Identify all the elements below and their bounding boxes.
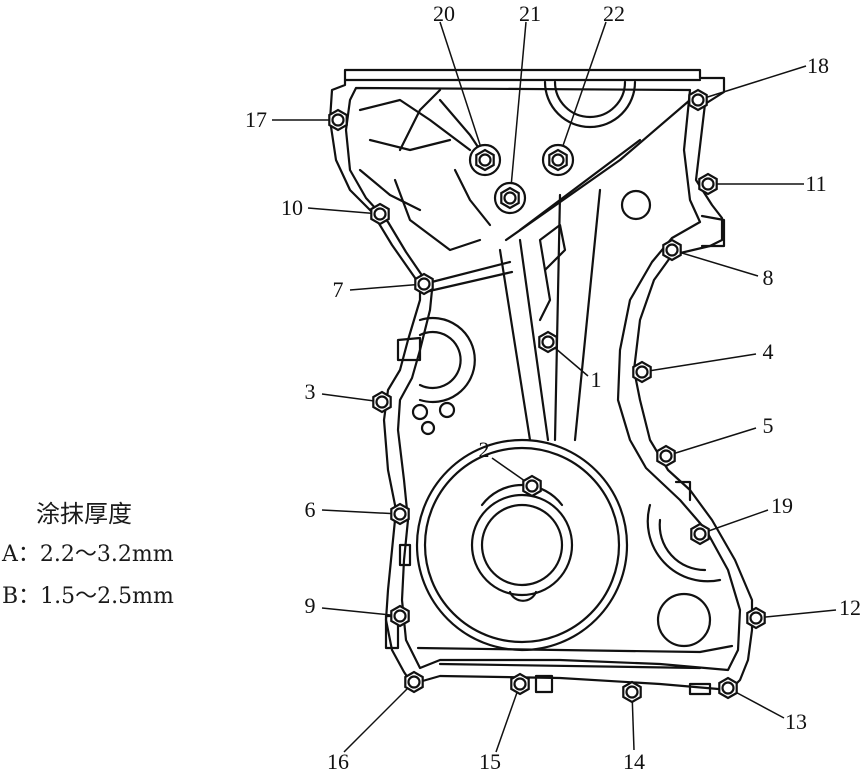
callout-label-13: 13 — [785, 709, 807, 734]
leader-line-18 — [697, 65, 807, 101]
bolt-14 — [622, 680, 642, 704]
bolt-18 — [688, 88, 708, 112]
leader-line-6 — [321, 509, 401, 515]
callout-label-8: 8 — [763, 265, 774, 290]
bolt-1 — [538, 330, 558, 354]
bolt-6 — [390, 502, 410, 526]
bolt-7 — [414, 272, 434, 296]
bolt-12 — [746, 606, 766, 630]
crank-seal-inner — [470, 493, 574, 597]
callout-label-14: 14 — [623, 749, 645, 771]
bolt-17 — [328, 108, 348, 132]
callout-label-15: 15 — [479, 749, 501, 771]
bolt-19 — [690, 522, 710, 546]
leader-line-3 — [321, 393, 383, 403]
callout-label-21: 21 — [519, 1, 541, 26]
cover-inner-flange — [344, 86, 742, 672]
leader-line-16 — [343, 681, 415, 753]
leader-line-19 — [699, 509, 769, 535]
bolt-3 — [372, 390, 392, 414]
callout-label-6: 6 — [305, 497, 316, 522]
callout-label-5: 5 — [763, 413, 774, 438]
cover-outer-outline — [328, 68, 754, 692]
leader-line-5 — [665, 427, 757, 457]
bolt-15 — [510, 672, 530, 696]
callout-label-2: 2 — [479, 437, 490, 462]
callout-label-19: 19 — [771, 493, 793, 518]
bolt-2 — [522, 474, 542, 498]
callout-label-20: 20 — [433, 1, 455, 26]
bolt-13 — [718, 676, 738, 700]
bolt-22 — [541, 143, 575, 177]
callout-label-4: 4 — [763, 339, 774, 364]
callout-label-11: 11 — [805, 171, 826, 196]
leader-line-21 — [509, 21, 527, 199]
leader-line-15 — [495, 683, 521, 753]
legend-row-a: A：2.2～3.2mm — [2, 542, 174, 567]
leader-line-22 — [557, 21, 607, 161]
callout-label-22: 22 — [603, 1, 625, 26]
leader-line-4 — [641, 353, 757, 373]
bolt-4 — [632, 360, 652, 384]
bolt-20 — [468, 143, 502, 177]
callout-label-17: 17 — [245, 107, 267, 132]
leader-line-20 — [439, 21, 486, 161]
bolt-16 — [404, 670, 424, 694]
bolt-9 — [390, 604, 410, 628]
bolt-5 — [656, 444, 676, 468]
bolt-21 — [493, 181, 527, 215]
leader-line-8 — [671, 249, 759, 277]
crank-seal-outer — [415, 438, 629, 652]
bolt-11 — [698, 172, 718, 196]
legend-row-b: B：1.5～2.5mm — [2, 584, 174, 609]
leader-line-9 — [321, 607, 401, 617]
legend-title: 涂抹厚度 — [36, 500, 132, 528]
bolt-10 — [370, 202, 390, 226]
leader-line-7 — [349, 283, 425, 291]
callout-label-10: 10 — [281, 195, 303, 220]
callout-label-18: 18 — [807, 53, 829, 78]
callout-label-12: 12 — [839, 595, 861, 620]
callout-label-9: 9 — [305, 593, 316, 618]
leader-line-12 — [755, 609, 837, 619]
callout-label-7: 7 — [333, 277, 344, 302]
bolt-8 — [662, 238, 682, 262]
callout-label-1: 1 — [591, 367, 602, 392]
leader-line-10 — [307, 207, 381, 215]
callout-label-16: 16 — [327, 749, 349, 771]
callout-label-3: 3 — [305, 379, 316, 404]
